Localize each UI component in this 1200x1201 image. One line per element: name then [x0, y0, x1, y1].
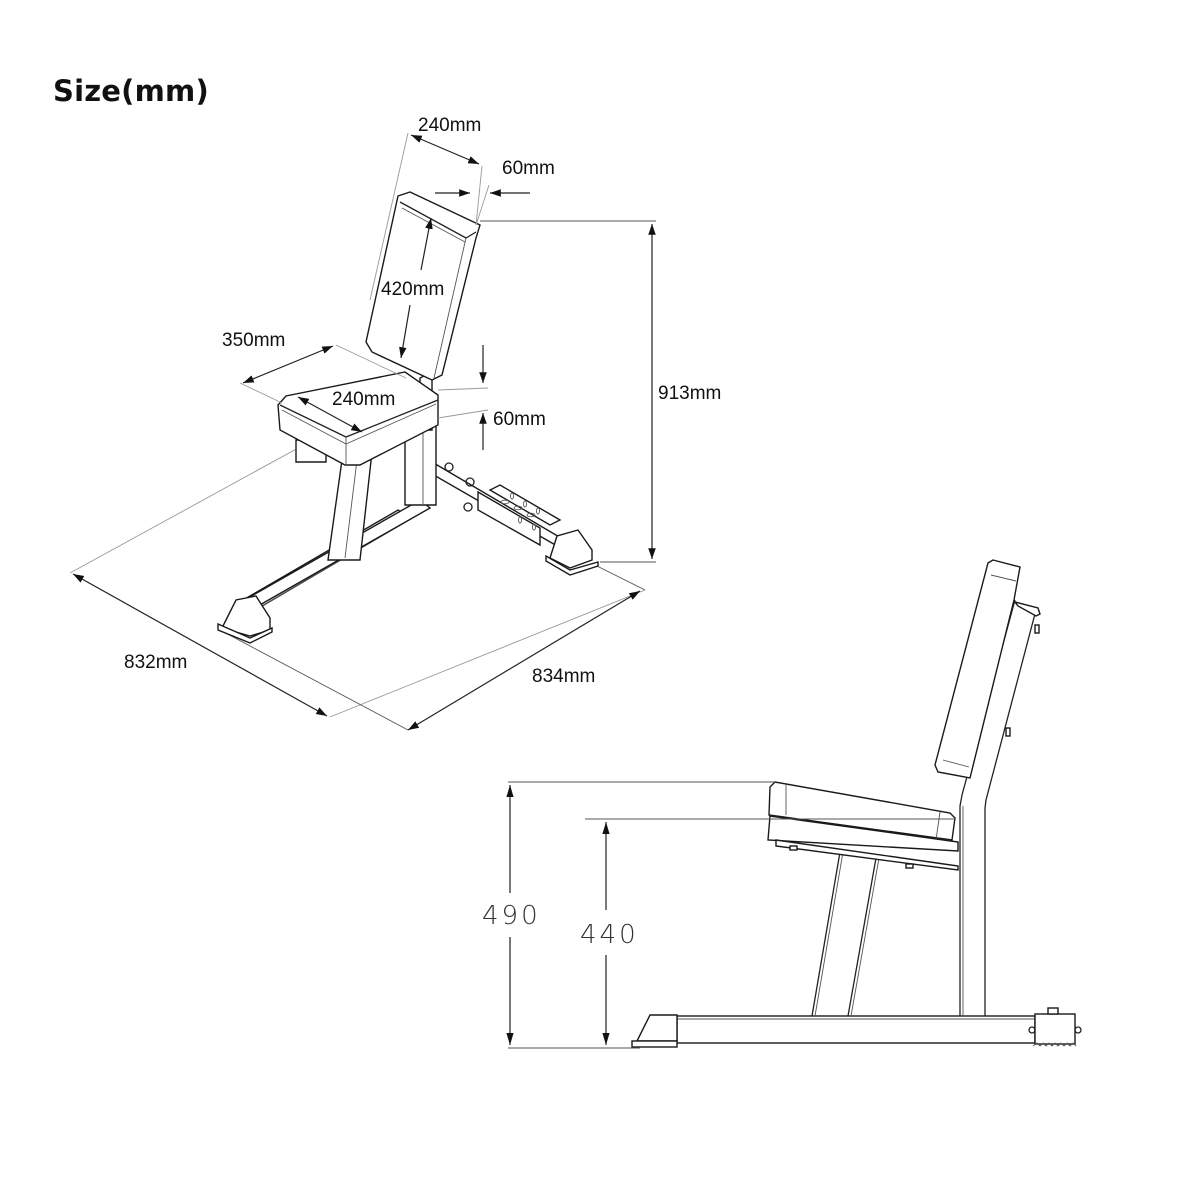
dimension-backrest-height: 420mm — [381, 217, 444, 359]
bolt-icon — [1028, 1026, 1036, 1034]
backrest-pad — [365, 191, 481, 381]
adjustment-holes — [500, 492, 540, 531]
isometric-view: 240mm 60mm 420mm 350mm 240mm — [69, 115, 721, 731]
bolt-icon — [444, 462, 454, 472]
leveling-foot-icon — [1032, 1042, 1077, 1047]
bolt-icon — [463, 502, 473, 512]
footprint-length-label: 832mm — [124, 652, 187, 673]
side-seat-support — [811, 851, 880, 1017]
backrest-thickness-label: 60mm — [502, 158, 555, 179]
overall-height-label: 913mm — [658, 383, 721, 404]
seat-length-label: 350mm — [222, 330, 285, 351]
seat-width-label: 240mm — [332, 389, 395, 410]
dimension-footprint-length: 832mm — [72, 573, 328, 717]
seat-thickness-label: 60mm — [493, 409, 546, 430]
side-view: 490 440 — [482, 559, 1082, 1049]
dimension-backrest-thickness: 60mm — [435, 158, 555, 226]
bolt-icon — [1074, 1026, 1082, 1034]
dimension-backrest-width: 240mm — [369, 115, 483, 301]
side-seat-pad — [767, 781, 959, 871]
footprint-width-label: 834mm — [532, 666, 595, 687]
side-base-frame — [631, 1007, 1082, 1048]
page-title: Size(mm) — [53, 74, 209, 108]
backrest-width-label: 240mm — [418, 115, 481, 136]
dimension-seat-length: 350mm — [222, 330, 407, 404]
seat-bottom-height-label: 440 — [580, 920, 639, 950]
dimension-seat-width: 240mm — [297, 389, 395, 433]
bolt-icon — [465, 477, 475, 487]
dimension-overall-height: 913mm — [480, 220, 721, 563]
backrest-height-label: 420mm — [381, 279, 444, 300]
dimension-footprint-width: 834mm — [407, 590, 641, 731]
dimension-seat-top-height: 490 — [482, 781, 775, 1049]
seat-top-height-label: 490 — [482, 901, 541, 931]
side-backrest-pad — [934, 559, 1021, 779]
dimension-seat-bottom-height: 440 — [580, 818, 955, 1045]
dimension-seat-thickness: 60mm — [437, 345, 546, 450]
